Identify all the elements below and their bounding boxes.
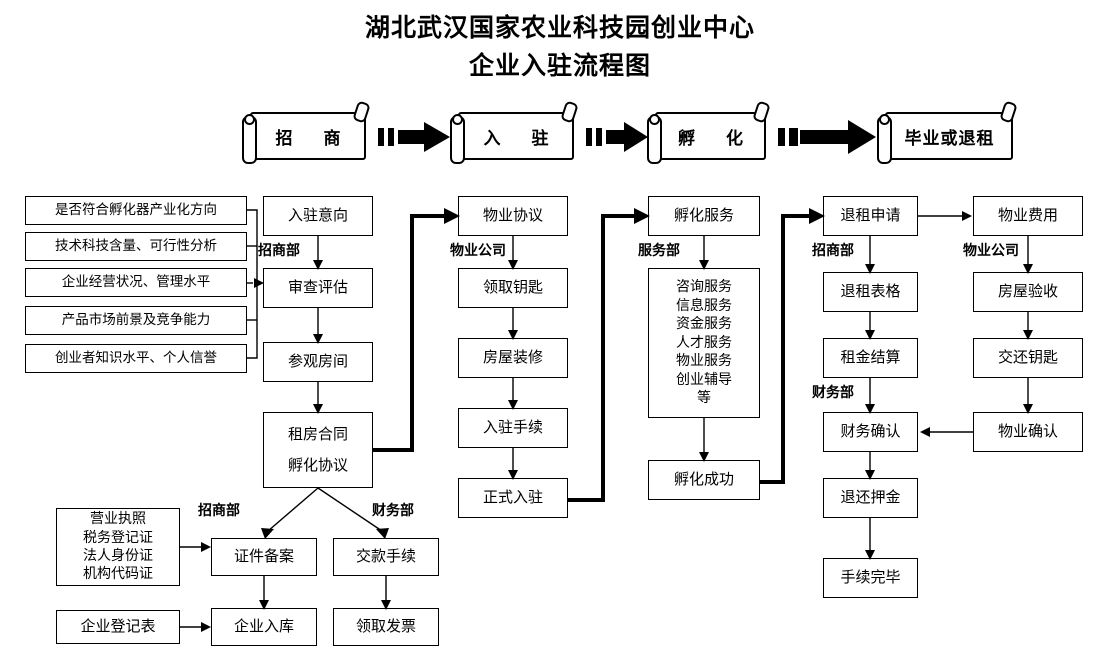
contract-line-1: 租房合同 [287, 424, 348, 443]
banner-label: 毕业或退租 [904, 128, 995, 149]
banner-paper: 毕业或退租 [885, 112, 1013, 160]
dept-label-property-company-2: 物业公司 [963, 243, 1019, 259]
box-file-record: 证件备案 [211, 538, 317, 576]
document-item: 法人身份证 [83, 548, 153, 564]
dept-label-finance-2: 财务部 [372, 503, 414, 519]
scroll-knob-left [649, 114, 660, 125]
box-required-documents: 营业执照 税务登记证 法人身份证 机构代码证 [56, 508, 180, 586]
criteria-box-1: 是否符合孵化器产业化方向 [25, 196, 247, 225]
banner-label: 孵 化 [678, 128, 750, 149]
chart-title-line2: 企业入驻流程图 [468, 51, 651, 80]
box-property-agreement: 物业协议 [458, 196, 568, 236]
scroll-roller-right [560, 100, 579, 124]
scroll-knob-left [452, 114, 463, 125]
service-item: 咨询服务 [676, 279, 732, 296]
banner-paper: 孵 化 [655, 112, 766, 160]
box-exit-apply: 退租申请 [823, 196, 918, 236]
banner-stage-3: 孵 化 [645, 100, 771, 164]
contract-line-2: 孵化协议 [287, 455, 348, 474]
banner-label: 招 商 [275, 128, 348, 149]
chart-title-line1: 湖北武汉国家农业科技园创业中心 [364, 13, 755, 42]
dept-label-recruit-3: 招商部 [198, 503, 240, 519]
criteria-box-4: 产品市场前景及竞争能力 [25, 306, 247, 335]
banner-paper: 入 驻 [458, 112, 574, 160]
box-incubation-success: 孵化成功 [648, 460, 760, 500]
service-item: 人才服务 [676, 334, 732, 351]
document-item: 营业执照 [90, 511, 146, 528]
criteria-box-2: 技术科技含量、可行性分析 [25, 232, 247, 261]
box-enter-database: 企业入库 [211, 608, 317, 646]
scroll-roller-right [999, 100, 1018, 124]
banner-stage-2: 入 驻 [448, 100, 579, 164]
box-lease-incubation-contract: 租房合同 孵化协议 [263, 412, 373, 488]
service-item: 物业服务 [676, 353, 732, 370]
criteria-box-3: 企业经营状况、管理水平 [25, 268, 247, 297]
dept-label-recruit-1: 招商部 [258, 243, 300, 259]
box-procedure-complete: 手续完毕 [823, 558, 918, 598]
box-incubation-service: 孵化服务 [648, 196, 760, 236]
service-item: 等 [697, 390, 711, 407]
criteria-box-5: 创业者知识水平、个人信誉 [25, 344, 247, 373]
box-property-fee: 物业费用 [973, 196, 1083, 236]
box-collect-keys: 领取钥匙 [458, 268, 568, 308]
dept-label-service: 服务部 [638, 243, 680, 259]
scroll-knob-left [879, 114, 890, 125]
banner-label: 入 驻 [483, 128, 556, 149]
banner-stage-4: 毕业或退租 [875, 100, 1018, 164]
box-room-inspection: 房屋验收 [973, 272, 1083, 312]
banner-paper: 招 商 [250, 112, 366, 160]
document-item: 机构代码证 [83, 566, 153, 583]
box-registry-form: 企业登记表 [56, 610, 180, 644]
dept-label-finance-1: 财务部 [812, 385, 854, 401]
box-review-assess: 审查评估 [263, 268, 373, 308]
dept-label-property-company: 物业公司 [450, 243, 506, 259]
scroll-roller-right [352, 100, 371, 124]
service-item: 创业辅导 [676, 371, 732, 388]
box-move-in-procedure: 入驻手续 [458, 408, 568, 448]
box-service-list: 咨询服务 信息服务 资金服务 人才服务 物业服务 创业辅导 等 [648, 268, 760, 418]
box-room-decoration: 房屋装修 [458, 338, 568, 378]
document-item: 税务登记证 [83, 529, 153, 546]
box-exit-form: 退租表格 [823, 272, 918, 312]
box-visit-room: 参观房间 [263, 342, 373, 382]
box-payment-procedure: 交款手续 [333, 538, 439, 576]
box-refund-deposit: 退还押金 [823, 478, 918, 518]
scroll-roller-right [752, 100, 771, 124]
service-item: 信息服务 [676, 297, 732, 314]
box-finance-confirm: 财务确认 [823, 412, 918, 452]
dept-label-recruit-2: 招商部 [812, 243, 854, 259]
service-item: 资金服务 [676, 316, 732, 333]
box-return-keys: 交还钥匙 [973, 338, 1083, 378]
box-property-confirm: 物业确认 [973, 412, 1083, 452]
box-official-move-in: 正式入驻 [458, 478, 568, 518]
box-rent-settlement: 租金结算 [823, 338, 918, 378]
scroll-knob-left [244, 114, 255, 125]
box-collect-invoice: 领取发票 [333, 608, 439, 646]
box-move-in-intent: 入驻意向 [263, 196, 373, 236]
banner-stage-1: 招 商 [240, 100, 371, 164]
